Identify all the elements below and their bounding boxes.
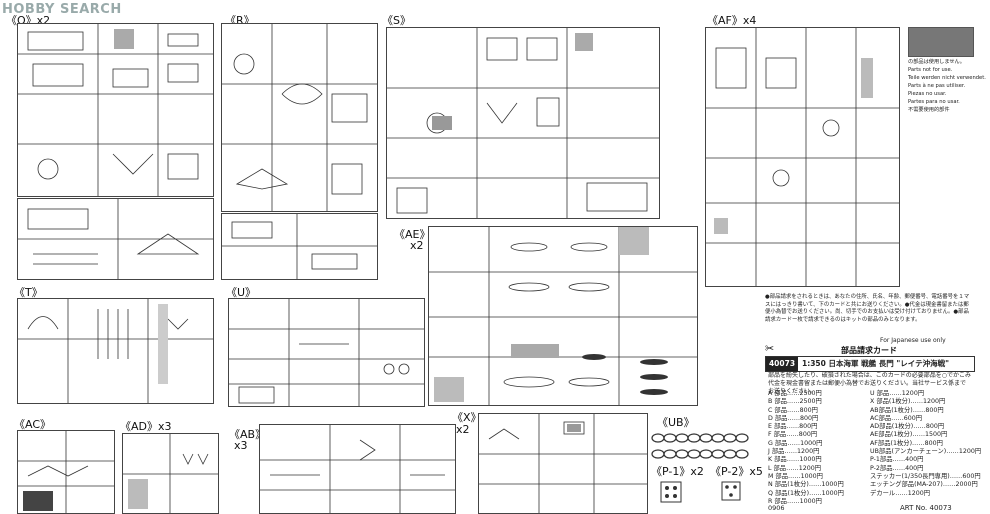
not-used-notes: の部品は使用しません。 Parts not for use. Teile wer… bbox=[908, 58, 986, 114]
price-item: M 部品……1000円 bbox=[768, 472, 823, 480]
sprue-ae-drawing bbox=[429, 227, 697, 405]
anchor-chain bbox=[651, 433, 749, 459]
sprue-label-ac: 《AC》 bbox=[14, 418, 52, 431]
sprue-label-u: 《U》 bbox=[226, 286, 257, 299]
not-used-line-4: Piezas no usar. bbox=[908, 91, 947, 97]
print-code: 0906 bbox=[768, 504, 785, 512]
price-item: ステッカー(1/350長門専用)……600円 bbox=[870, 472, 981, 480]
price-item: G 部品……1000円 bbox=[768, 439, 823, 447]
sprue-s bbox=[386, 27, 660, 219]
card-title: 部品請求カード bbox=[841, 346, 897, 355]
price-item: P-1部品……400円 bbox=[870, 456, 924, 464]
sprue-count-ab: x3 bbox=[234, 439, 248, 452]
sprue-label-p1: 《P-1》x2 bbox=[651, 465, 704, 478]
sprue-u bbox=[228, 298, 425, 407]
sprue-label-ab: 《AB》 bbox=[229, 428, 267, 441]
not-used-line-2: Teile werden nicht verwendet. bbox=[908, 75, 986, 81]
sprue-af-drawing bbox=[706, 28, 899, 286]
price-item: AD部品(1枚分)……800円 bbox=[870, 423, 945, 431]
request-instructions: ●部品請求をされるときは、あなたの住所、氏名、年齢、郵便番号、電話番号を１マスに… bbox=[765, 294, 970, 323]
not-used-line-3: Parts à ne pas utiliser. bbox=[908, 83, 966, 89]
sprue-label-af: 《AF》x4 bbox=[707, 14, 757, 27]
sprue-count-x: x2 bbox=[456, 423, 470, 436]
sprue-u-drawing bbox=[229, 299, 424, 406]
sprue-ae bbox=[428, 226, 698, 406]
sprue-ad bbox=[122, 433, 219, 514]
price-item: N 部品(1枚分)……1000円 bbox=[768, 481, 844, 489]
sprue-label-p2: 《P-2》x5 bbox=[710, 465, 763, 478]
price-item: J 部品……1200円 bbox=[768, 448, 820, 456]
sprue-label-ad: 《AD》x3 bbox=[120, 420, 172, 433]
sprue-ac bbox=[17, 430, 115, 514]
sprue-s-drawing bbox=[387, 28, 659, 218]
price-item: U 部品……1200円 bbox=[870, 390, 925, 397]
price-item: R 部品……1000円 bbox=[768, 497, 822, 505]
price-item: L 部品……1200円 bbox=[768, 464, 822, 472]
sprue-count-ae: x2 bbox=[410, 239, 424, 252]
price-item: A 部品……2500円 bbox=[768, 390, 822, 397]
price-item: E 部品……800円 bbox=[768, 423, 818, 431]
sprue-ab bbox=[259, 424, 456, 514]
price-item: AB部品(1枚分)……800円 bbox=[870, 406, 944, 414]
art-number: ART No. 40073 bbox=[900, 504, 952, 512]
parts-price-list-right: U 部品……1200円 X 部品(1枚分)……1200円 AB部品(1枚分)……… bbox=[870, 390, 982, 498]
sprue-q bbox=[17, 23, 214, 197]
sprue-r-lower bbox=[221, 213, 378, 280]
card-instructions: 部品を紛失したり、破損された場合は、このカードの必要部品を○でかこみ代金を現金書… bbox=[768, 372, 971, 395]
price-item: X 部品(1枚分)……1200円 bbox=[870, 398, 946, 406]
sprue-t-drawing bbox=[18, 299, 213, 403]
price-item: AC部品……600円 bbox=[870, 414, 923, 422]
sprue-ab-drawing bbox=[260, 425, 455, 513]
price-item: Q 部品(1枚分)……1000円 bbox=[768, 489, 844, 497]
price-item: エッチング部品(MA-207)……2000円 bbox=[870, 481, 978, 489]
price-item: AE部品(1枚分)……1500円 bbox=[870, 431, 948, 439]
price-item: F 部品……800円 bbox=[768, 431, 818, 439]
sprue-r-lower-drawing bbox=[222, 214, 377, 279]
sprue-ad-drawing bbox=[123, 434, 218, 513]
sprue-label-s: 《S》 bbox=[382, 14, 411, 27]
price-item: P-2部品……400円 bbox=[870, 464, 924, 472]
price-item: AF部品(1枚分)……800円 bbox=[870, 439, 943, 447]
sprue-r-drawing bbox=[222, 24, 377, 211]
not-used-line-6: 不需要使用的部件 bbox=[908, 107, 950, 113]
card-kit-number: 40073 bbox=[766, 357, 798, 371]
price-item: K 部品……1000円 bbox=[768, 456, 822, 464]
sprue-label-t: 《T》 bbox=[14, 286, 43, 299]
sprue-label-ub: 《UB》 bbox=[657, 416, 695, 429]
card-header: 40073 1:350 日本海軍 戦艦 長門 "レイテ沖海戦" bbox=[765, 356, 975, 372]
sprue-x bbox=[478, 413, 648, 514]
sprue-label-x: 《X》 bbox=[452, 411, 482, 424]
sprue-t bbox=[17, 298, 214, 404]
not-used-line-0: の部品は使用しません。 bbox=[908, 59, 965, 65]
sprue-p1 bbox=[660, 481, 682, 503]
price-item: C 部品……800円 bbox=[768, 406, 818, 414]
price-item: B 部品……2500円 bbox=[768, 398, 822, 406]
sprue-af bbox=[705, 27, 900, 287]
parts-price-list-left: A 部品……2500円 B 部品……2500円 C 部品……800円 D 部品…… bbox=[768, 390, 872, 506]
not-used-line-1: Parts not for use. bbox=[908, 67, 953, 73]
sprue-q-lower-drawing bbox=[18, 199, 213, 279]
sprue-ac-drawing bbox=[18, 431, 114, 513]
watermark: HOBBY SEARCH bbox=[2, 2, 122, 17]
price-item: D 部品……800円 bbox=[768, 414, 819, 422]
not-used-swatch bbox=[908, 27, 974, 57]
card-kit-name: 1:350 日本海軍 戦艦 長門 "レイテ沖海戦" bbox=[802, 359, 949, 368]
price-item: デカール……1200円 bbox=[870, 489, 931, 497]
sprue-x-drawing bbox=[479, 414, 647, 513]
sprue-r bbox=[221, 23, 378, 212]
sprue-label-ae: 《AE》 bbox=[394, 228, 431, 241]
not-used-line-5: Partes para no usar. bbox=[908, 99, 960, 105]
scissors-icon: ✂ bbox=[765, 342, 775, 355]
for-japanese-note: For Japanese use only bbox=[880, 337, 946, 344]
price-item: UB部品(アンカーチェーン)……1200円 bbox=[870, 448, 982, 456]
sprue-q-drawing bbox=[18, 24, 213, 196]
sprue-q-lower bbox=[17, 198, 214, 280]
sprue-p2 bbox=[721, 481, 741, 501]
